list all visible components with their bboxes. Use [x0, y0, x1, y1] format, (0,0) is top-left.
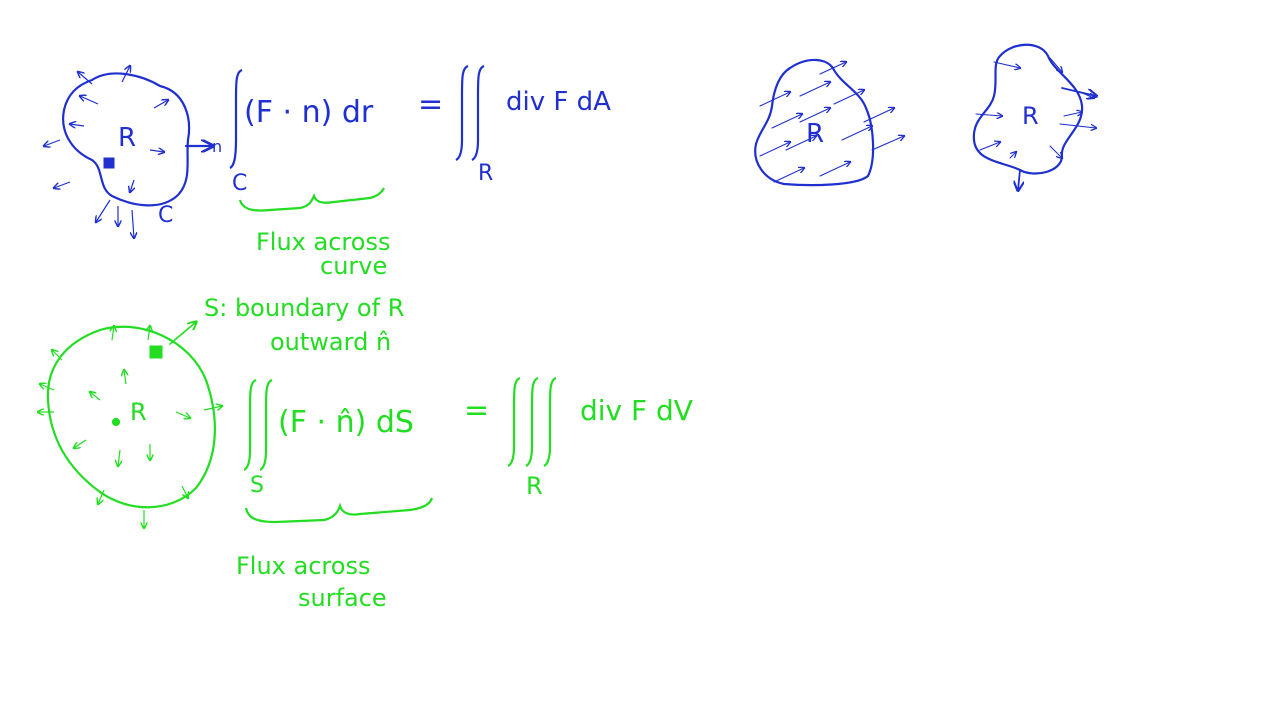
area-element [103, 157, 115, 169]
blue-field-arrows [44, 66, 168, 238]
blue-normal-label: n [212, 137, 222, 156]
surface-integral-sign [243, 378, 273, 471]
surface-element [149, 345, 163, 359]
blue-curve-label: C [158, 203, 173, 228]
green-region-sketch [46, 322, 216, 509]
line-integral-lhs: (F · n) dr [244, 95, 374, 130]
blue-brace-note-2: curve [320, 252, 387, 280]
green-region-boundary [46, 325, 216, 509]
right-region-1-label: R [806, 119, 824, 149]
surface-integral-limit: S [250, 473, 264, 498]
blue-region-sketch [62, 72, 212, 207]
line-integral-sign [229, 68, 243, 169]
green-brace-note-2: surface [298, 584, 387, 612]
green-region-label: R [130, 398, 147, 426]
double-integral-sign [455, 64, 485, 161]
triple-integral-sign [507, 376, 557, 467]
blue-region-label: R [118, 123, 136, 153]
surface-note-1: S: boundary of R [204, 294, 404, 322]
blue-equals: = [418, 87, 443, 122]
surface-integral-lhs: (F · n̂) dS [278, 405, 414, 440]
green-brace-note-1: Flux across [236, 552, 370, 580]
right-region-1-boundary [754, 58, 875, 187]
right-region-2-boundary [972, 43, 1084, 175]
triple-integral-limit: R [526, 472, 543, 500]
right-sketch-uniform-field [754, 58, 904, 187]
line-integral-limit: C [232, 171, 247, 196]
blue-region-boundary [62, 72, 191, 207]
green-brace [244, 497, 434, 524]
green-equals: = [464, 393, 489, 428]
right-region-2-label: R [1022, 102, 1039, 130]
green-field-arrows [38, 326, 222, 528]
surface-pointer [169, 322, 196, 345]
blue-brace-note-1: Flux across [256, 228, 390, 256]
right-sketch-source-field [972, 43, 1096, 190]
double-integral-rhs: div F dA [506, 87, 611, 117]
double-integral-limit: R [478, 161, 493, 186]
blue-brace [238, 187, 385, 212]
interior-point [111, 417, 121, 427]
triple-integral-rhs: div F dV [580, 394, 693, 427]
surface-note-2: outward n̂ [270, 328, 391, 356]
